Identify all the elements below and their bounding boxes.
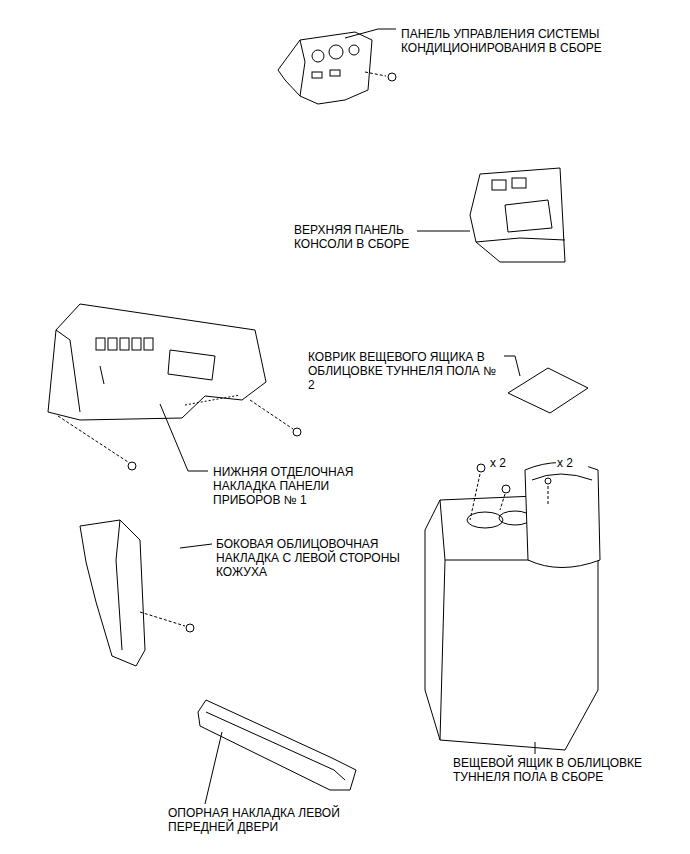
upper-console-panel bbox=[416, 168, 565, 262]
part-label: ПАНЕЛЬ УПРАВЛЕНИЯ СИСТЕМЫ КОНДИЦИОНИРОВА… bbox=[400, 27, 652, 55]
part-label: ОПОРНАЯ НАКЛАДКА ЛЕВОЙ ПЕРЕДНЕЙ ДВЕРИ bbox=[167, 806, 369, 834]
part-label: ВЕЩЕВОЙ ЯЩИК В ОБЛИЦОВКЕ ТУННЕЛЯ ПОЛА В … bbox=[452, 756, 684, 784]
console-box bbox=[425, 463, 600, 755]
side-trim-panel bbox=[80, 520, 212, 666]
quantity-label: x 2 bbox=[489, 456, 521, 470]
door-scuff-plate bbox=[198, 700, 356, 804]
ac-control-panel bbox=[278, 29, 396, 104]
part-label: КОВРИК ВЕЩЕВОГО ЯЩИКА В ОБЛИЦОВКЕ ТУННЕЛ… bbox=[307, 350, 504, 392]
part-label: НИЖНЯЯ ОТДЕЛОЧНАЯ НАКЛАДКА ПАНЕЛИ ПРИБОР… bbox=[212, 465, 364, 507]
part-label: БОКОВАЯ ОБЛИЦОВОЧНАЯ НАКЛАДКА С ЛЕВОЙ СТ… bbox=[215, 537, 407, 579]
lower-instrument-panel bbox=[48, 304, 301, 471]
part-label: ВЕРХНЯЯ ПАНЕЛЬ КОНСОЛИ В СБОРЕ bbox=[293, 223, 417, 251]
storage-mat bbox=[503, 356, 588, 413]
quantity-label: x 2 bbox=[556, 456, 588, 470]
